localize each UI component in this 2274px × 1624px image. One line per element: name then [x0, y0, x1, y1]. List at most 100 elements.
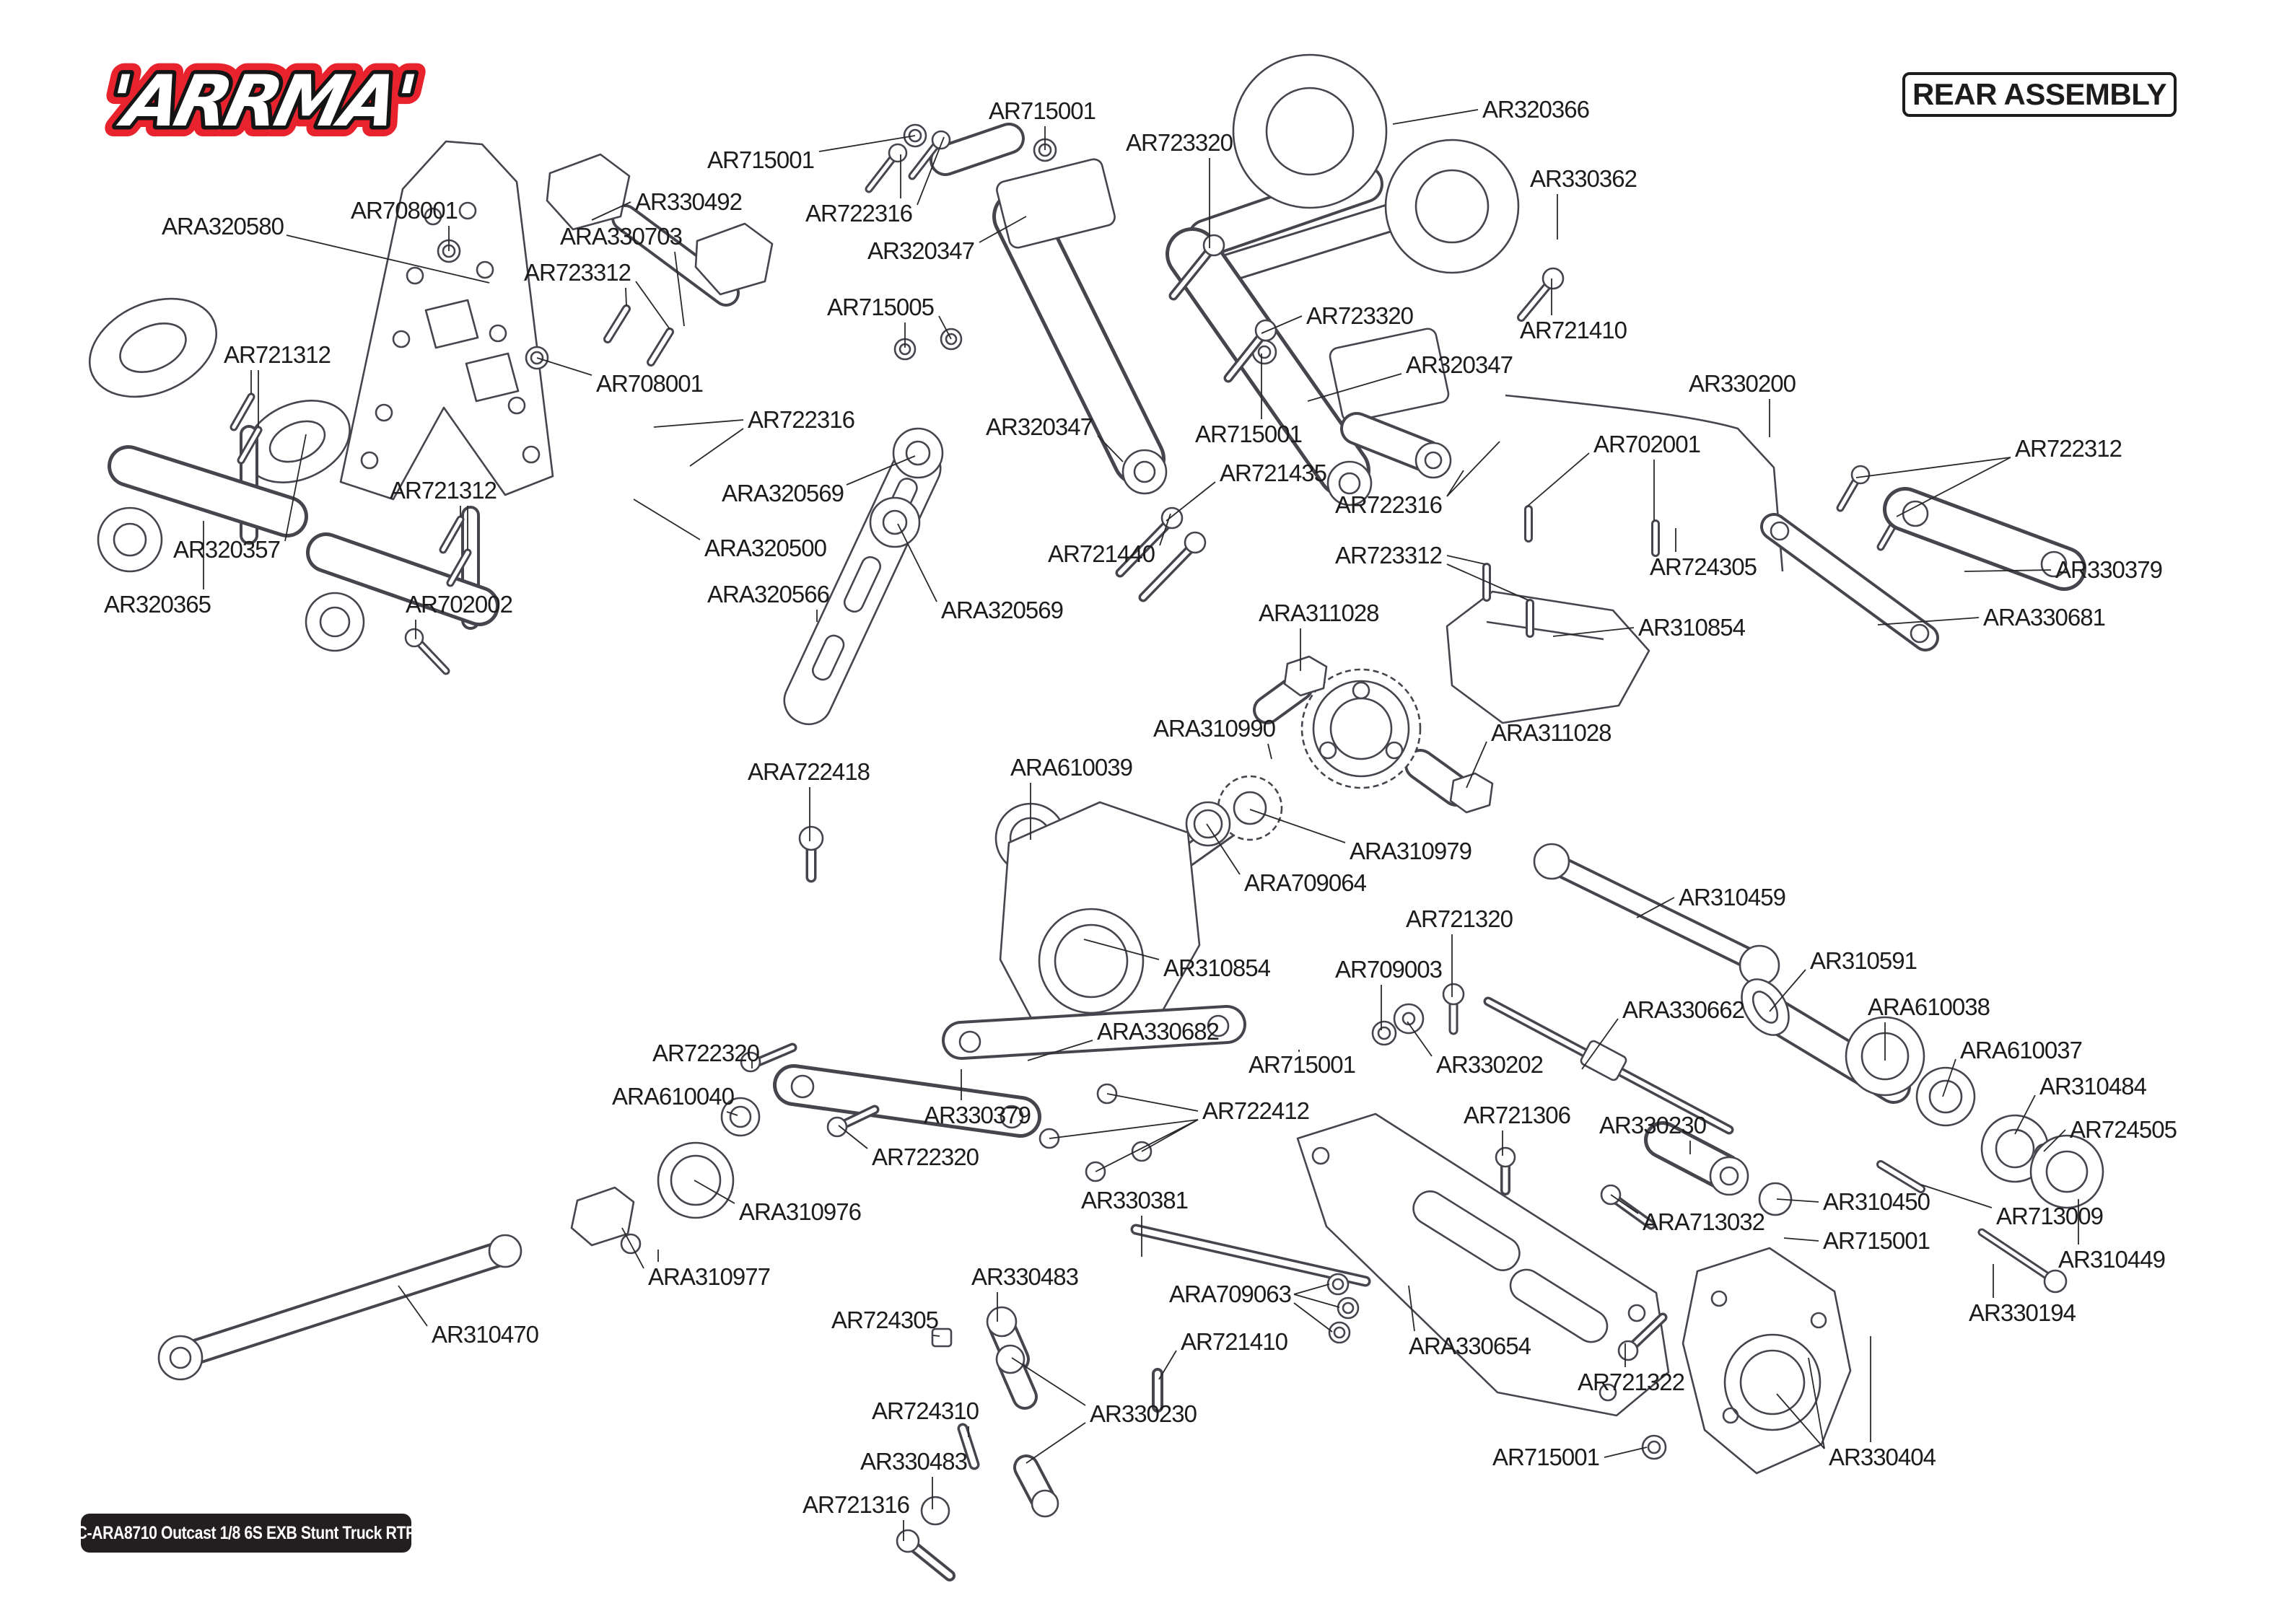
- leader-AR330492: [591, 201, 631, 221]
- part-label-AR330483: AR330483: [971, 1263, 1079, 1290]
- leader-AR722316: [1446, 441, 1500, 497]
- part-label-AR320347: AR320347: [1406, 351, 1513, 378]
- part-label-AR330404: AR330404: [1829, 1444, 1936, 1470]
- leader-AR310591: [1769, 969, 1806, 1012]
- part-label-AR723312: AR723312: [1335, 542, 1443, 569]
- arrma-logo-text: 'ARRMA' 'ARRMA': [89, 50, 431, 153]
- leader-ARA310977: [621, 1227, 644, 1269]
- part-label-AR723320: AR723320: [1306, 302, 1414, 329]
- leader-ARA330703: [674, 251, 685, 327]
- leader-ARA320500: [633, 499, 701, 540]
- part-label-AR724505: AR724505: [2070, 1116, 2177, 1143]
- part-label-AR330200: AR330200: [1689, 370, 1796, 397]
- leader-AR330379: [1964, 569, 2052, 572]
- leader-AR723320: [1261, 315, 1303, 334]
- leader-AR722316: [1446, 470, 1464, 497]
- leader-AR724505: [2043, 1129, 2066, 1152]
- part-label-AR724310: AR724310: [872, 1397, 979, 1424]
- leader-AR330404: [1808, 1357, 1825, 1449]
- leader-ARA330682: [1027, 1040, 1093, 1061]
- part-label-ARA330654: ARA330654: [1409, 1333, 1531, 1359]
- part-label-AR721306: AR721306: [1464, 1102, 1571, 1128]
- leader-AR715001: [818, 135, 916, 152]
- leader-ARA310990: [1267, 743, 1272, 760]
- part-label-AR722320: AR722320: [872, 1144, 979, 1170]
- camber-links-sketch: [97, 445, 499, 652]
- part-label-AR310470: AR310470: [432, 1321, 539, 1348]
- leader-AR330202: [1407, 1021, 1433, 1057]
- part-label-ARA722418: ARA722418: [748, 758, 870, 785]
- part-label-AR715005: AR715005: [827, 294, 935, 320]
- arrma-logo: 'ARRMA' 'ARRMA': [78, 45, 439, 157]
- svg-text:'ARRMA': 'ARRMA': [100, 61, 420, 142]
- sway-bar-sketch: [1505, 394, 1784, 572]
- leader-AR722320: [838, 1125, 868, 1149]
- part-label-ARA330703: ARA330703: [560, 223, 683, 250]
- part-label-AR310484: AR310484: [2039, 1073, 2147, 1100]
- leader-AR320347: [979, 216, 1027, 243]
- part-label-AR715001: AR715001: [707, 146, 815, 173]
- part-label-AR721320: AR721320: [1406, 905, 1513, 932]
- product-badge-text: C-ARA8710 Outcast 1/8 6S EXB Stunt Truck…: [76, 1522, 416, 1543]
- part-label-ARA320500: ARA320500: [704, 535, 827, 561]
- leader-ARA709063: [1293, 1302, 1333, 1333]
- part-label-AR310854: AR310854: [1638, 614, 1746, 641]
- part-label-AR320347: AR320347: [867, 237, 975, 264]
- assembly-title-box: REAR ASSEMBLY: [1902, 72, 2177, 117]
- upper-arms-sketch: [930, 123, 1452, 506]
- leader-AR724305: [932, 1335, 940, 1337]
- part-label-AR702001: AR702001: [1593, 431, 1701, 457]
- part-label-AR310450: AR310450: [1823, 1188, 1930, 1215]
- leader-AR702001: [1526, 452, 1590, 507]
- leader-AR320366: [1392, 109, 1479, 125]
- shock-tower-sketch: [339, 140, 554, 501]
- svg-text:'ARRMA': 'ARRMA': [100, 61, 420, 142]
- leader-AR715001: [1783, 1237, 1819, 1242]
- leader-AR320357: [284, 434, 307, 542]
- part-label-AR330492: AR330492: [635, 188, 743, 215]
- part-label-AR330194: AR330194: [1969, 1299, 2076, 1326]
- part-label-AR722312: AR722312: [2015, 435, 2122, 462]
- leader-AR310459: [1636, 897, 1675, 918]
- part-label-ARA610037: ARA610037: [1960, 1037, 2083, 1063]
- small-hardware-sketch: [570, 339, 1668, 1581]
- part-label-AR721435: AR721435: [1220, 460, 1327, 486]
- part-label-AR722316: AR722316: [805, 200, 913, 227]
- leader-ARA709063: [1293, 1294, 1340, 1308]
- arm-mounts-sketch: [773, 1005, 1246, 1138]
- leader-AR723312: [635, 281, 670, 330]
- leader-ARA310979: [1249, 809, 1346, 843]
- leader-ARA320569: [897, 523, 937, 602]
- part-label-AR722316: AR722316: [1335, 491, 1443, 518]
- part-label-AR330483: AR330483: [860, 1448, 968, 1475]
- part-label-AR708001: AR708001: [596, 370, 704, 397]
- leader-AR722316: [689, 428, 744, 467]
- part-label-AR330379: AR330379: [924, 1102, 1031, 1128]
- product-badge: C-ARA8710 Outcast 1/8 6S EXB Stunt Truck…: [76, 1514, 416, 1553]
- leader-lines: [203, 109, 2079, 1541]
- leader-AR722316: [917, 136, 945, 206]
- part-label-ARA610040: ARA610040: [612, 1083, 735, 1110]
- leader-AR722412: [1141, 1119, 1199, 1152]
- leader-ARA610037: [1942, 1058, 1956, 1097]
- part-label-AR722320: AR722320: [652, 1040, 760, 1066]
- part-label-AR715001: AR715001: [1248, 1051, 1356, 1078]
- part-label-AR320347: AR320347: [986, 413, 1093, 440]
- part-label-ARA310979: ARA310979: [1350, 838, 1472, 864]
- part-label-AR721316: AR721316: [803, 1491, 910, 1518]
- part-label-ARA320580: ARA320580: [162, 213, 284, 240]
- part-label-ARA330681: ARA330681: [1983, 604, 2106, 631]
- leader-AR721435: [1166, 481, 1216, 522]
- leader-AR721410: [1158, 1350, 1177, 1380]
- part-label-AR330381: AR330381: [1081, 1187, 1189, 1213]
- leader-ARA709064: [1206, 823, 1241, 875]
- part-label-AR330230: AR330230: [1090, 1400, 1197, 1427]
- part-label-AR310591: AR310591: [1810, 947, 1917, 974]
- part-label-AR721312: AR721312: [224, 341, 331, 368]
- part-label-ARA330662: ARA330662: [1622, 996, 1745, 1023]
- part-label-AR721322: AR721322: [1578, 1369, 1685, 1395]
- leader-ARA330681: [1877, 617, 1980, 626]
- part-label-ARA310990: ARA310990: [1153, 715, 1276, 742]
- part-label-AR724305: AR724305: [831, 1307, 939, 1333]
- leader-AR722312: [1896, 457, 2011, 517]
